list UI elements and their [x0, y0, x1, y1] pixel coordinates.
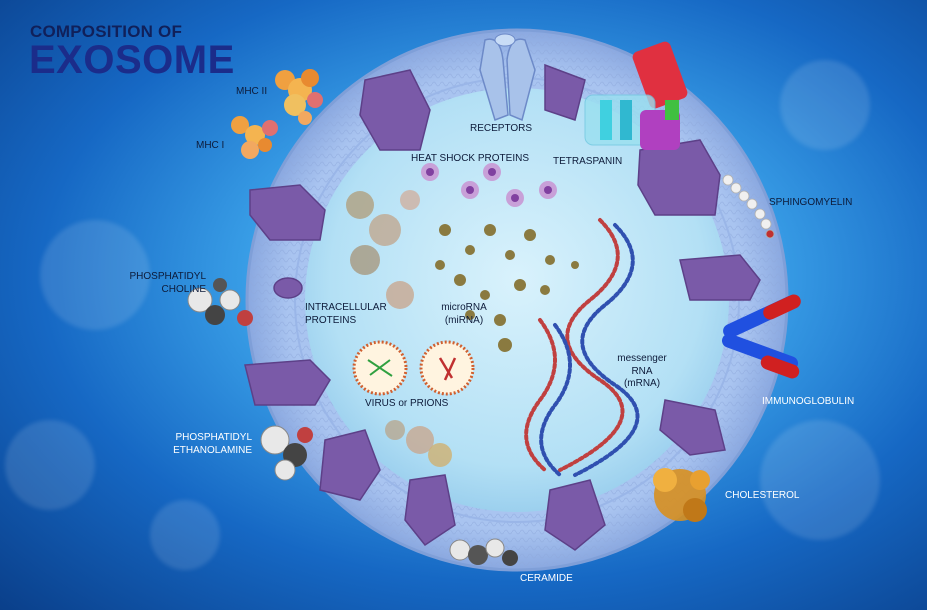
bokeh-light — [760, 420, 880, 540]
mhc-i-protein — [231, 116, 278, 159]
microrna-particles — [435, 224, 579, 352]
label-messenger-rna: messenger RNA (mRNA) — [612, 353, 672, 391]
intracellular-proteins — [346, 190, 452, 467]
label-mhc-ii: MHC II — [236, 86, 268, 97]
label-messenger-rna-line-2: RNA — [631, 365, 653, 377]
tetraspanin-protein — [584, 41, 688, 150]
label-cholesterol: CHOLESTEROL — [725, 490, 800, 501]
label-phosphatidyl-ethanolamine-line-1: PHOSPHATIDYL — [175, 432, 253, 443]
virus-particles — [352, 340, 475, 396]
label-microrna-line-2: (miRNA) — [444, 314, 484, 326]
label-phosphatidyl-ethanolamine: PHOSPHATIDYL ETHANOLAMINE — [164, 432, 252, 457]
title-line-2: EXOSOME — [29, 38, 235, 82]
label-mhc-i: MHC I — [196, 140, 225, 151]
bokeh-light — [150, 500, 220, 570]
label-messenger-rna-line-3: (mRNA) — [623, 378, 661, 389]
label-ceramide: CERAMIDE — [520, 573, 573, 584]
label-sphingomyelin: SPHINGOMYELIN — [769, 197, 853, 208]
transmembrane-proteins — [244, 63, 761, 551]
label-receptors: RECEPTORS — [470, 123, 533, 134]
label-intracellular-proteins: INTRACELLULAR PROTEINS — [305, 302, 387, 327]
heat-shock-proteins — [421, 163, 557, 207]
ceramide-molecule — [449, 538, 518, 566]
mhc-ii-protein — [275, 69, 323, 125]
sphingomyelin-molecule — [722, 174, 775, 239]
receptor-protein — [479, 33, 536, 122]
label-phosphatidyl-choline-line-2: CHOLINE — [161, 283, 206, 295]
bokeh-light — [780, 60, 870, 150]
label-phosphatidyl-ethanolamine-line-2: ETHANOLAMINE — [173, 444, 252, 456]
messenger-rna — [524, 218, 640, 477]
label-phosphatidyl-choline-line-1: PHOSPHATIDYL — [129, 271, 207, 282]
label-microrna: microRNA (miRNA) — [434, 302, 494, 327]
label-phosphatidyl-choline: PHOSPHATIDYL CHOLINE — [128, 271, 207, 296]
phosphatidyl-ethanolamine-molecule — [260, 425, 313, 481]
label-messenger-rna-line-1: messenger — [617, 353, 667, 364]
bokeh-light — [5, 420, 95, 510]
label-immunoglobulin: IMMUNOGLOBULIN — [762, 396, 855, 407]
label-tetraspanin: TETRASPANIN — [553, 156, 623, 167]
label-microrna-line-1: microRNA — [441, 302, 487, 313]
label-heat-shock-proteins: HEAT SHOCK PROTEINS — [411, 153, 529, 164]
cholesterol-molecule — [653, 468, 710, 522]
label-intracellular-proteins-line-2: PROTEINS — [305, 314, 357, 326]
immunoglobulin-protein — [721, 294, 801, 379]
label-virus-or-prions: VIRUS or PRIONS — [365, 398, 449, 409]
bokeh-light — [40, 220, 150, 330]
label-intracellular-proteins-line-1: INTRACELLULAR — [305, 302, 387, 313]
title-line-1: COMPOSITION OF — [30, 22, 183, 41]
phosphatidyl-choline-molecule — [187, 278, 253, 326]
